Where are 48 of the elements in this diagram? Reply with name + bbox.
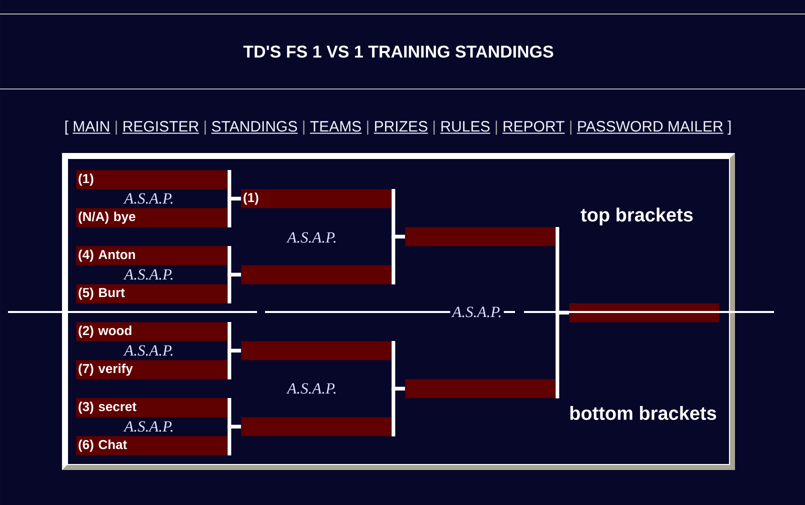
separator: | bbox=[204, 120, 206, 135]
nav-link: PRIZES bbox=[373, 121, 428, 134]
separator: | bbox=[434, 120, 435, 135]
separator: | bbox=[570, 120, 572, 135]
match-time: A.S.A.P. bbox=[123, 193, 172, 204]
nav-link: REGISTER bbox=[122, 121, 200, 134]
nav-link: STANDINGS bbox=[210, 121, 298, 134]
bracket-line bbox=[392, 386, 405, 436]
section-label: top brackets bbox=[580, 208, 693, 226]
separator: | bbox=[116, 120, 117, 135]
section-label: bottom brackets bbox=[570, 406, 716, 420]
match-time: A.S.A.P. bbox=[450, 302, 504, 322]
bracket-line bbox=[228, 272, 241, 304]
bracket-slot bbox=[241, 341, 392, 360]
bracket-line bbox=[228, 348, 241, 380]
nav-link: REPORT bbox=[502, 121, 566, 134]
match-time: A.S.A.P. bbox=[123, 269, 172, 280]
bracket-slot: (1) bbox=[241, 189, 392, 208]
match-time: A.S.A.P. bbox=[286, 232, 336, 243]
bracket-slot: (5) Burt bbox=[76, 284, 228, 304]
bracket: ] bbox=[728, 120, 731, 135]
bracket-slot: (N/A) bye bbox=[76, 208, 228, 228]
bracket-slot: (4) Anton bbox=[76, 246, 228, 266]
match-time: A.S.A.P. bbox=[123, 421, 172, 432]
bracket-slot bbox=[405, 227, 556, 246]
nav-link: PASSWORD MAILER bbox=[576, 121, 724, 134]
bracket-slot bbox=[241, 417, 392, 436]
bracket: [ bbox=[65, 120, 68, 135]
nav-link: TEAMS bbox=[309, 121, 362, 134]
bracket-slot: (3) secret bbox=[76, 398, 228, 418]
bracket-line bbox=[228, 424, 241, 456]
bracket-line bbox=[556, 310, 569, 398]
bracket-slot: (6) Chat bbox=[76, 436, 228, 456]
bracket-slot bbox=[405, 379, 556, 398]
separator: | bbox=[303, 120, 304, 135]
separator: | bbox=[367, 120, 368, 135]
bracket-slot: (1) bbox=[76, 170, 228, 190]
match-time: A.S.A.P. bbox=[286, 383, 336, 394]
page-title: TD'S FS 1 VS 1 TRAINING STANDINGS bbox=[243, 46, 554, 58]
bracket-slot: (2) wood bbox=[76, 322, 228, 342]
nav-link: RULES bbox=[440, 121, 491, 134]
bracket-slot: (7) verify bbox=[76, 360, 228, 380]
separator: | bbox=[496, 120, 497, 135]
bracket-line bbox=[392, 234, 405, 284]
bracket-slot bbox=[241, 265, 392, 284]
bracket-line bbox=[228, 196, 241, 228]
nav-link: MAIN bbox=[72, 121, 111, 134]
match-time: A.S.A.P. bbox=[123, 345, 172, 356]
